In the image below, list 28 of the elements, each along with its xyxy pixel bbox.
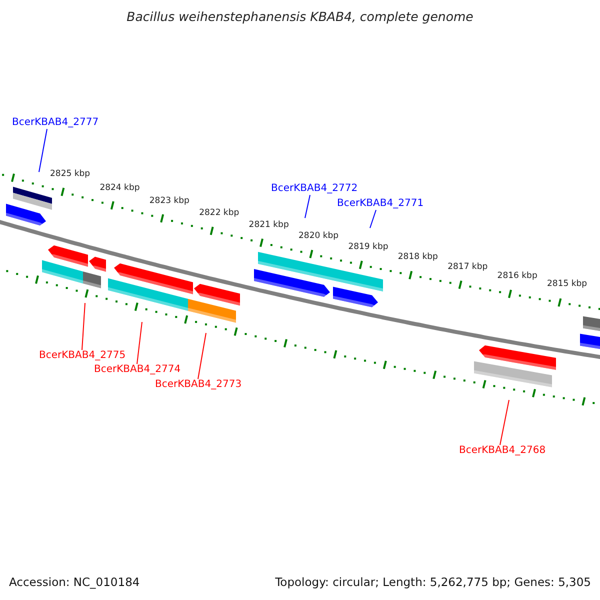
gene-label: BcerKBAB4_2777 (12, 117, 99, 129)
scale-label: 2818 kbp (398, 251, 438, 264)
leader-line (198, 332, 206, 380)
leader-line (38, 128, 48, 172)
scale-label: 2816 kbp (497, 270, 538, 282)
leader-line (82, 302, 86, 350)
gene-label: BcerKBAB4_2775 (39, 350, 126, 362)
title: Bacillus weihenstephanensis KBAB4, complete genome (126, 11, 474, 23)
scale-label: 2822 kbp (199, 207, 240, 220)
gene-label: BcerKBAB4_2774 (94, 364, 181, 376)
gene-label: BcerKBAB4_2773 (155, 379, 242, 391)
scale-label: 2817 kbp (448, 260, 488, 273)
scale-label: 2820 kbp (298, 230, 339, 242)
scale-label: 2824 kbp (100, 182, 140, 194)
leader-line (500, 400, 510, 446)
scale-label: 2821 kbp (248, 218, 289, 231)
footer-text: Accession: NC_010184 (9, 576, 140, 588)
gene-label: BcerKBAB4_2771 (337, 198, 424, 210)
scale-label: 2823 kbp (149, 194, 190, 207)
scale-label: 2815 kbp (547, 278, 588, 290)
footer-text: Topology: circular; Length: 5,262,775 bp; Genes: 5,305 (275, 576, 591, 588)
scale-label: 2825 kbp (50, 168, 90, 180)
leader-line (136, 322, 142, 364)
scale-label: 2819 kbp (348, 240, 388, 253)
leader-line (370, 210, 376, 228)
leader-line (304, 194, 310, 218)
gene-label: BcerKBAB4_2768 (459, 445, 546, 457)
gene-label: BcerKBAB4_2772 (271, 183, 358, 195)
